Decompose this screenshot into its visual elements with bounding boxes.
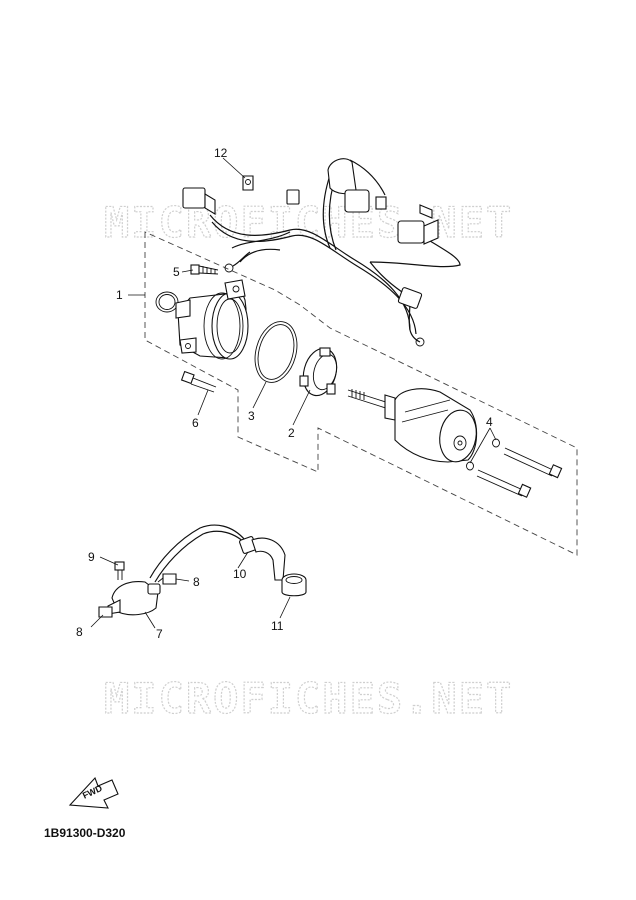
callout-12: 12 [214, 146, 228, 160]
fwd-arrow-icon: FWD [68, 776, 119, 809]
bolt-5 [155, 264, 219, 313]
callout-2: 2 [288, 426, 295, 440]
callout-7: 7 [156, 627, 163, 641]
callout-5: 5 [173, 265, 180, 279]
diagram-code: 1B91300-D320 [44, 826, 126, 840]
starter-front-cover [175, 279, 249, 360]
callout-9: 9 [88, 550, 95, 564]
cap-11 [281, 573, 307, 597]
callout-11: 11 [271, 619, 284, 633]
clip-8-upper [157, 573, 177, 585]
leader-lines [90, 157, 497, 629]
watermark-bottom: MICROFICHES.NET [104, 674, 513, 723]
callout-6: 6 [192, 416, 199, 430]
ignition-coil-7 [107, 581, 161, 616]
long-bolts-4 [466, 438, 563, 498]
callout-8-lower: 8 [76, 625, 83, 639]
clip-8-lower [98, 606, 113, 618]
assembly-outline [144, 231, 578, 556]
o-ring-3 [254, 321, 298, 383]
starter-motor-body [347, 388, 478, 463]
spark-plug-cap-10 [239, 536, 286, 581]
bolt-6 [180, 370, 217, 393]
callout-3: 3 [248, 409, 255, 423]
callout-1: 1 [116, 288, 123, 302]
brush-holder-2 [299, 347, 338, 397]
callout-10: 10 [233, 567, 247, 581]
callout-4: 4 [486, 415, 493, 429]
callout-8-upper: 8 [193, 575, 200, 589]
bolt-9 [114, 561, 125, 580]
watermark-top: MICROFICHES.NET [104, 198, 513, 247]
ignition-cable [149, 524, 249, 583]
wire-harness [182, 158, 461, 347]
